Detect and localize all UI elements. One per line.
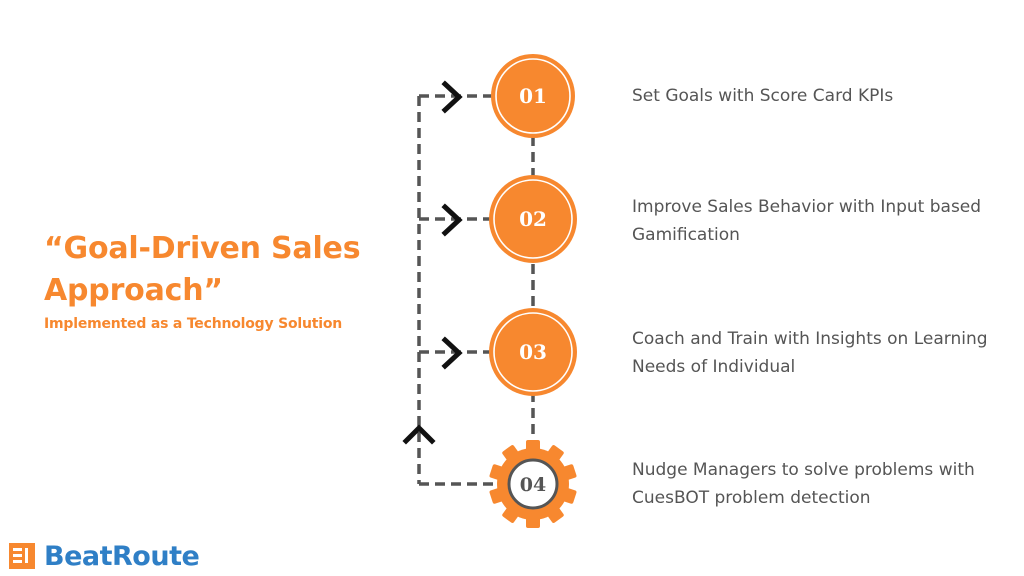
gear-tooth (489, 487, 507, 504)
step-node-1: 01 (491, 54, 575, 138)
chevron-right-icon (441, 80, 463, 114)
step-circle-ring (495, 58, 571, 134)
headline: “Goal-Driven Sales Approach” (44, 228, 404, 312)
gear-tooth (526, 440, 540, 454)
gear-tooth (502, 504, 521, 523)
brand-logo: BeatRoute (8, 538, 200, 574)
step-circle-ring (493, 179, 573, 259)
chevron-right-icon (441, 203, 463, 237)
gear-tooth (489, 464, 507, 481)
step-circle-ring (493, 312, 573, 392)
gear-tooth (526, 514, 540, 528)
step-number-2: 02 (519, 207, 547, 231)
connector-lines (417, 94, 535, 486)
step-number-1: 01 (519, 84, 547, 108)
step-text-1: Set Goals with Score Card KPIs (632, 86, 894, 106)
step-text-3: Coach and Train with Insights on Learnin… (632, 329, 988, 377)
step-text-2: Improve Sales Behavior with Input based … (632, 197, 982, 245)
step-text-4: Nudge Managers to solve problems with Cu… (632, 460, 975, 508)
gear-tooth (545, 445, 564, 464)
step-circle-outer (489, 175, 577, 263)
chevron-up-icon (402, 424, 436, 445)
gear-tooth (502, 445, 521, 464)
chevron-right-icon (441, 336, 463, 370)
chevrons (402, 80, 463, 445)
headline-line-2: Approach” (44, 273, 223, 308)
step-number-4: 04 (520, 474, 546, 496)
gear-tooth (545, 504, 564, 523)
subheadline: Implemented as a Technology Solution (44, 316, 343, 332)
step-circle-outer (489, 308, 577, 396)
step-node-2: 02 (489, 175, 577, 263)
gear-center (507, 458, 559, 510)
gear-tooth (559, 464, 577, 481)
step-node-4: 04 (489, 440, 577, 528)
step-node-3: 03 (489, 308, 577, 396)
gear-tooth (559, 487, 577, 504)
beatroute-logo-icon (9, 543, 35, 569)
brand-name: BeatRoute (44, 540, 200, 572)
headline-line-1: “Goal-Driven Sales (44, 231, 361, 266)
step-number-3: 03 (519, 340, 547, 364)
step-circle-outer (491, 54, 575, 138)
